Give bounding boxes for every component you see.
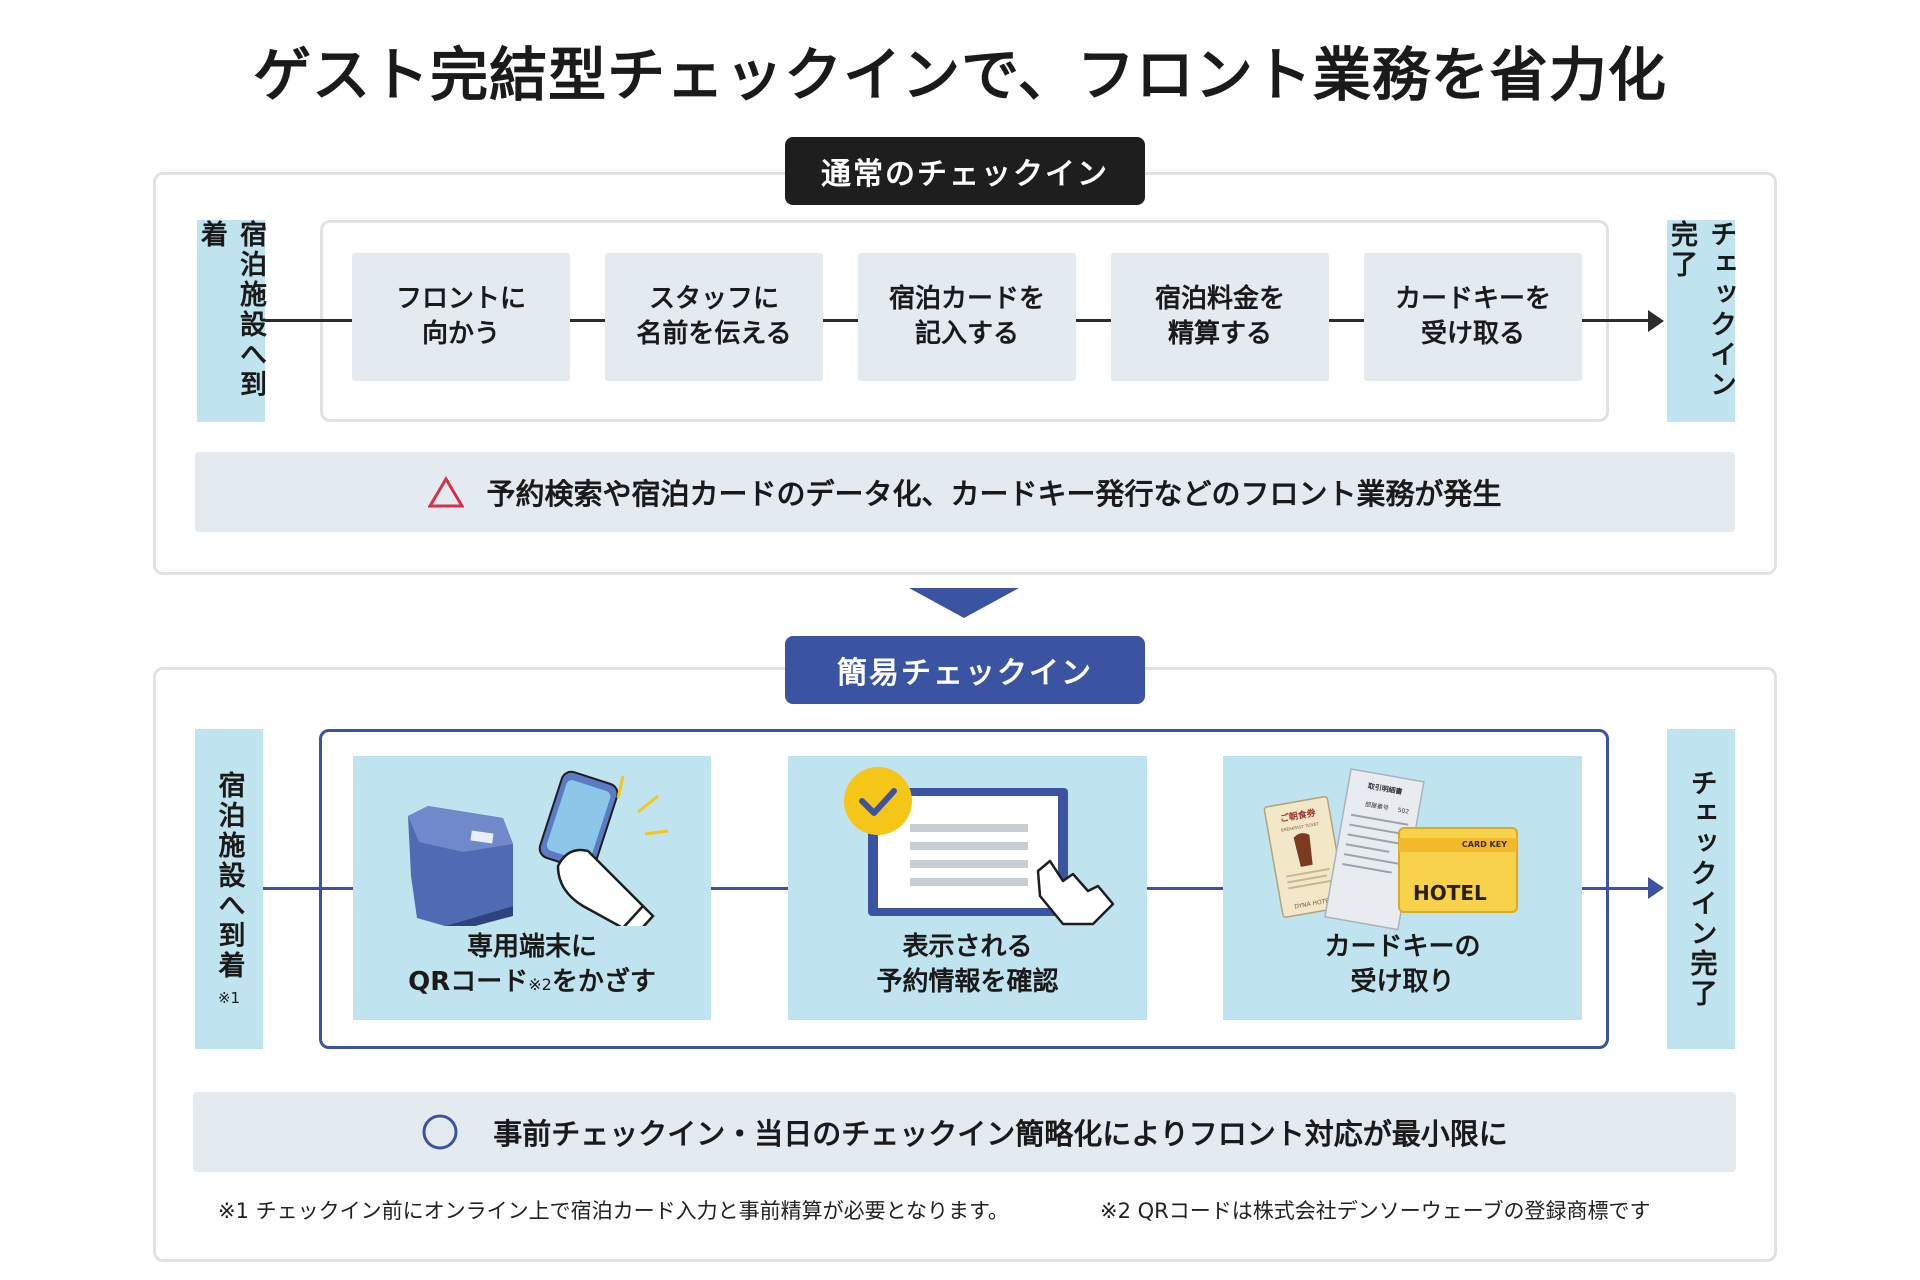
normal-step-5: カードキーを 受け取る bbox=[1364, 253, 1582, 381]
footnote-1: ※1 チェックイン前にオンライン上で宿泊カード入力と事前精算が必要となります。 bbox=[218, 1199, 1009, 1223]
normal-checkin-label: 通常のチェックイン bbox=[785, 137, 1145, 205]
receipt-room-number: 502 bbox=[1397, 807, 1410, 816]
simple-step-3-text: カードキーの 受け取り bbox=[1223, 930, 1582, 1000]
card-key-label: CARD KEY bbox=[1462, 840, 1507, 849]
normal-connector bbox=[1076, 319, 1111, 322]
normal-connector bbox=[265, 319, 352, 322]
simple-connector bbox=[711, 887, 788, 890]
simple-start-footnote: ※1 bbox=[217, 989, 241, 1007]
simple-arrow-head bbox=[1648, 877, 1664, 899]
simple-note: 事前チェックイン・当日のチェックイン簡略化によりフロント対応が最小限に bbox=[193, 1092, 1736, 1172]
simple-connector bbox=[263, 887, 353, 890]
simple-step-2-line1: 表示される bbox=[902, 931, 1033, 962]
warning-triangle-icon bbox=[428, 476, 465, 508]
simple-note-text: 事前チェックイン・当日のチェックイン簡略化によりフロント対応が最小限に bbox=[493, 1117, 1508, 1151]
normal-step-2: スタッフに 名前を伝える bbox=[605, 253, 823, 381]
normal-step-3: 宿泊カードを 記入する bbox=[858, 253, 1076, 381]
card-key-hotel: HOTEL bbox=[1413, 881, 1487, 905]
qr-reader-icon bbox=[408, 770, 669, 926]
step-1-action: をかざす bbox=[551, 966, 656, 997]
ticket-subtitle: BREAKFAST TICKET bbox=[1281, 821, 1320, 833]
normal-connector bbox=[570, 319, 605, 322]
simple-step-3-line2: 受け取り bbox=[1350, 966, 1455, 997]
qr-code-text: QRコード bbox=[408, 966, 529, 997]
normal-end-text: チェックイン完了 bbox=[1666, 220, 1736, 400]
card-key-icon: ご朝食券 BREAKFAST TICKET DYNA HOTEL 取引明細書 部… bbox=[1263, 768, 1518, 931]
normal-end-box: チェックイン完了 bbox=[1666, 220, 1736, 422]
simple-step-3-card: ご朝食券 BREAKFAST TICKET DYNA HOTEL 取引明細書 部… bbox=[1223, 756, 1582, 1020]
normal-step-4: 宿泊料金を 精算する bbox=[1111, 253, 1329, 381]
normal-step-1: フロントに 向かう bbox=[352, 253, 570, 381]
tablet-check-icon bbox=[844, 767, 1115, 926]
simple-connector-end bbox=[1582, 887, 1652, 890]
simple-start-box: 宿泊施設へ到着 ※1 bbox=[195, 729, 263, 1049]
normal-start-box: 宿泊施設へ到着 bbox=[196, 220, 266, 422]
normal-connector-end bbox=[1582, 319, 1652, 322]
simple-end-box: チェックイン完了 bbox=[1667, 729, 1735, 1049]
simple-step-3-line1: カードキーの bbox=[1324, 931, 1481, 962]
simple-step-2-line2: 予約情報を確認 bbox=[876, 966, 1059, 997]
page-title: ゲスト完結型チェックインで、フロント業務を省力化 bbox=[253, 41, 1667, 109]
simple-start-text: 宿泊施設へ到着 bbox=[213, 771, 245, 981]
normal-connector bbox=[1329, 319, 1364, 322]
simple-step-2-card: 表示される 予約情報を確認 bbox=[788, 756, 1147, 1020]
simple-end-text: チェックイン完了 bbox=[1685, 769, 1717, 1009]
simple-step-1-text: 専用端末に QRコード※2をかざす bbox=[353, 930, 711, 1000]
simple-checkin-label: 簡易チェックイン bbox=[785, 636, 1145, 704]
simple-step-2-text: 表示される 予約情報を確認 bbox=[788, 930, 1147, 1000]
simple-step-1-card: 専用端末に QRコード※2をかざす bbox=[353, 756, 711, 1020]
normal-arrow-head bbox=[1648, 310, 1664, 332]
normal-start-text: 宿泊施設へ到着 bbox=[196, 220, 266, 400]
normal-note-text: 予約検索や宿泊カードのデータ化、カードキー発行などのフロント業務が発生 bbox=[486, 477, 1502, 511]
simple-connector bbox=[1147, 887, 1223, 890]
normal-connector bbox=[823, 319, 858, 322]
footnote-2: ※2 QRコードは株式会社デンソーウェーブの登録商標です bbox=[1100, 1199, 1651, 1223]
normal-note: 予約検索や宿泊カードのデータ化、カードキー発行などのフロント業務が発生 bbox=[195, 452, 1735, 532]
qr-footnote-mark: ※2 bbox=[528, 974, 552, 994]
simple-step-1-line2: QRコード※2をかざす bbox=[353, 965, 711, 1000]
circle-ok-icon bbox=[422, 1114, 458, 1150]
down-arrow-icon bbox=[909, 588, 1019, 618]
simple-step-1-line1: 専用端末に bbox=[466, 931, 597, 962]
